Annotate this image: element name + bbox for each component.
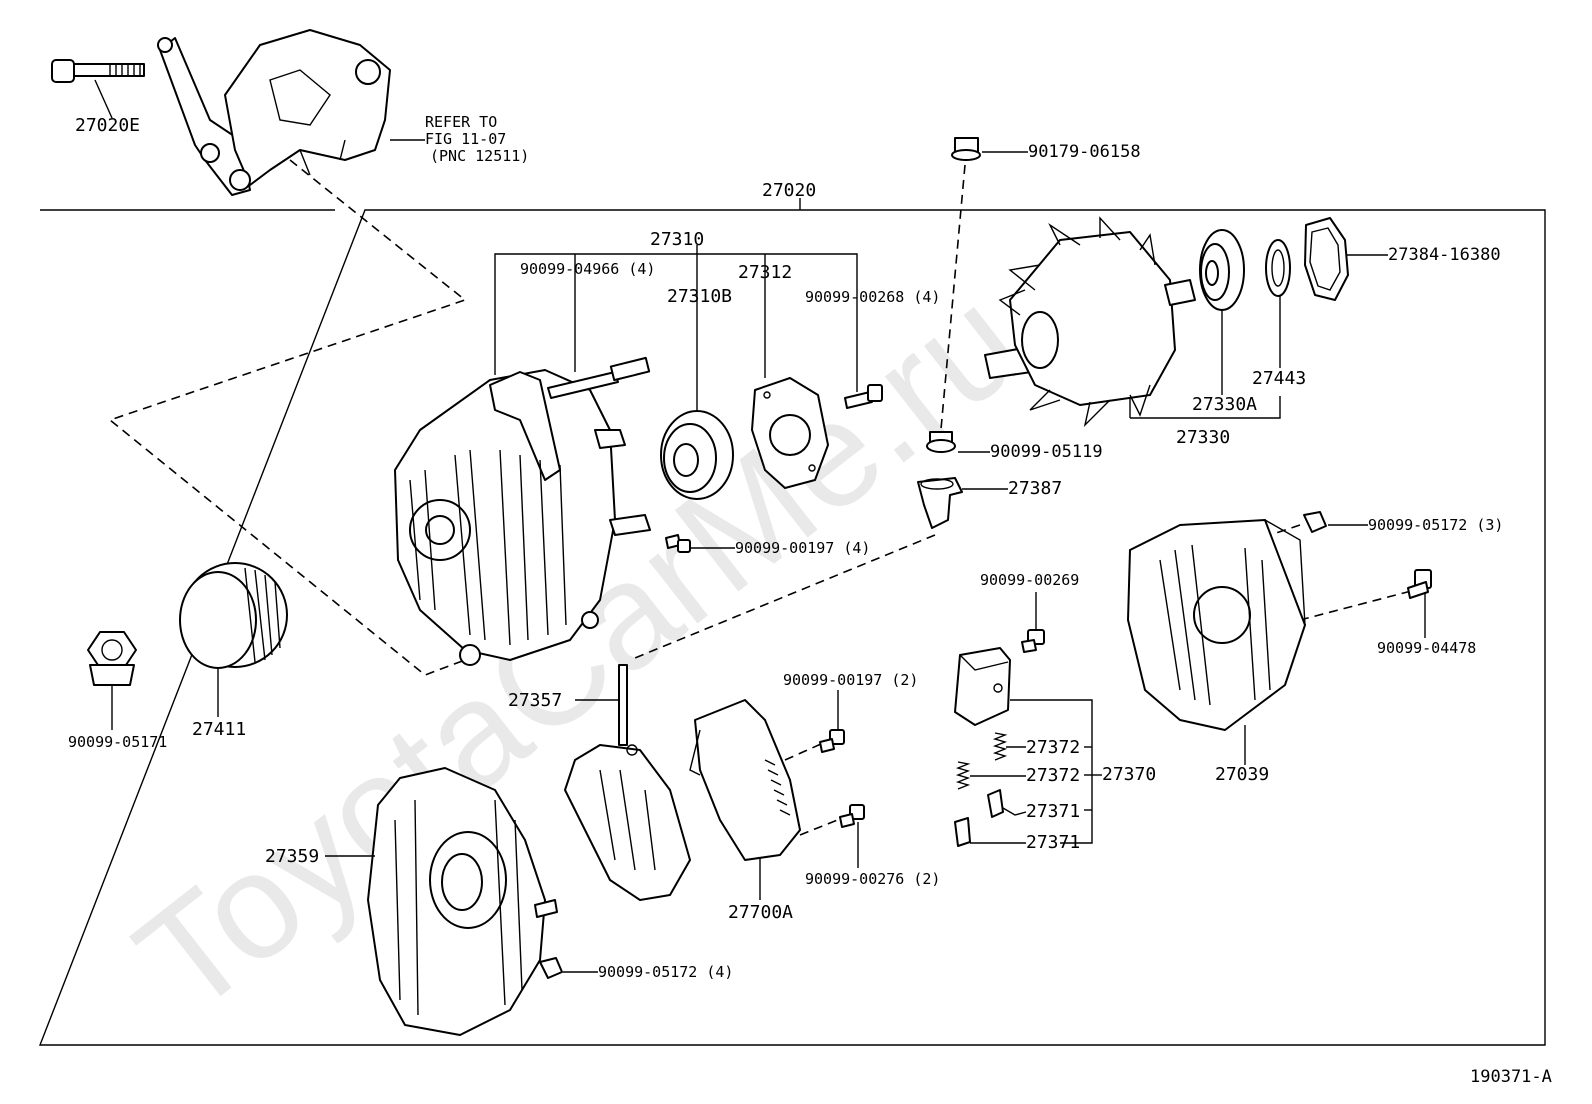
nut-90099-05171 [87, 631, 137, 686]
label-90099-00197-2: 90099-00197 (2) [783, 671, 918, 689]
screw-90099-00268 [844, 384, 883, 409]
label-27020E: 27020E [75, 115, 140, 136]
label-27330A: 27330A [1192, 394, 1257, 415]
regulator-27700A [689, 699, 801, 861]
alternator-housing-part [394, 369, 651, 666]
label-27371b: 27371 [1026, 832, 1080, 853]
label-90179-06158: 90179-06158 [1028, 142, 1141, 162]
brush-27371b [954, 817, 971, 847]
screw-90099-00269 [1021, 629, 1045, 653]
rectifier-27357 [564, 664, 691, 901]
nut-90179-06158 [951, 137, 981, 161]
dash-guide-regulator-1 [784, 739, 831, 761]
brush-27371a [987, 789, 1004, 818]
label-27330: 27330 [1176, 427, 1230, 448]
rear-cover-27039 [1127, 519, 1306, 731]
label-90099-05171: 90099-05171 [68, 733, 167, 751]
label-90099-04478: 90099-04478 [1377, 639, 1476, 657]
label-90099-00268: 90099-00268 (4) [805, 288, 940, 306]
bracket-27330 [1130, 396, 1281, 419]
label-90099-05119: 90099-05119 [990, 442, 1103, 462]
dash-guide-terminal [629, 534, 936, 661]
label-27384-16380: 27384-16380 [1388, 245, 1501, 265]
label-27359: 27359 [265, 846, 319, 867]
label-27370: 27370 [1102, 764, 1156, 785]
label-27310: 27310 [650, 229, 704, 250]
rear-frame-27359 [367, 767, 558, 1036]
pulley-27411 [179, 562, 288, 669]
plate-27312 [751, 377, 829, 489]
label-27312: 27312 [738, 262, 792, 283]
label-refer-3: (PNC 12511) [430, 147, 529, 165]
nut-90099-05172-3 [1303, 511, 1327, 533]
label-refer-2: FIG 11-07 [425, 130, 506, 148]
spring-27372b [955, 761, 971, 790]
leader-27020E [94, 79, 113, 119]
dash-guide-nut [1269, 524, 1301, 536]
label-27443: 27443 [1252, 368, 1306, 389]
bearing-27310B [660, 410, 734, 500]
label-27372b: 27372 [1026, 765, 1080, 786]
dash-guide-bolt [1299, 589, 1416, 621]
label-27371a: 27371 [1026, 801, 1080, 822]
screw-90099-00197-4 [665, 534, 691, 553]
assembly-frame [38, 209, 1546, 1046]
label-27387: 27387 [1008, 478, 1062, 499]
label-90099-05172-3: 90099-05172 (3) [1368, 516, 1503, 534]
figure-code: 190371-A [1470, 1067, 1552, 1087]
bolt-27020E [51, 59, 145, 83]
bracket-27310 [494, 253, 858, 375]
label-27357: 27357 [508, 690, 562, 711]
bracket-27370 [1010, 699, 1093, 844]
nut-90099-05119 [926, 431, 956, 453]
leader-27371a [1002, 807, 1027, 816]
label-27700A: 27700A [728, 902, 793, 923]
rotor-27330 [984, 216, 1196, 428]
cover-27384-16380 [1304, 217, 1349, 301]
label-90099-05172-4: 90099-05172 (4) [598, 963, 733, 981]
label-27039: 27039 [1215, 764, 1269, 785]
screw-90099-00197-2 [819, 729, 845, 753]
nut-90099-05172-4 [539, 957, 563, 979]
label-27372a: 27372 [1026, 737, 1080, 758]
label-90099-04966: 90099-04966 (4) [520, 260, 655, 278]
label-90099-00276-2: 90099-00276 (2) [805, 870, 940, 888]
bracket-part [157, 29, 391, 196]
insulator-27387 [917, 477, 963, 529]
label-refer-1: REFER TO [425, 113, 497, 131]
label-27411: 27411 [192, 719, 246, 740]
label-27310B: 27310B [667, 286, 732, 307]
spring-27372a [992, 732, 1008, 761]
label-27020: 27020 [762, 180, 816, 201]
dash-guide-bracket [108, 159, 467, 676]
bolt-90099-04478 [1407, 569, 1432, 599]
dash-guide-top [939, 164, 966, 441]
ring-27443 [1265, 239, 1291, 297]
bearing-27330A [1199, 229, 1245, 311]
label-90099-00197-4: 90099-00197 (4) [735, 539, 870, 557]
stud-bolt-90099-04966 [547, 356, 651, 399]
brush-holder-27370 [954, 647, 1011, 726]
screw-90099-00276-2 [839, 804, 865, 828]
dash-guide-regulator-2 [799, 814, 851, 836]
label-90099-00269: 90099-00269 [980, 571, 1079, 589]
